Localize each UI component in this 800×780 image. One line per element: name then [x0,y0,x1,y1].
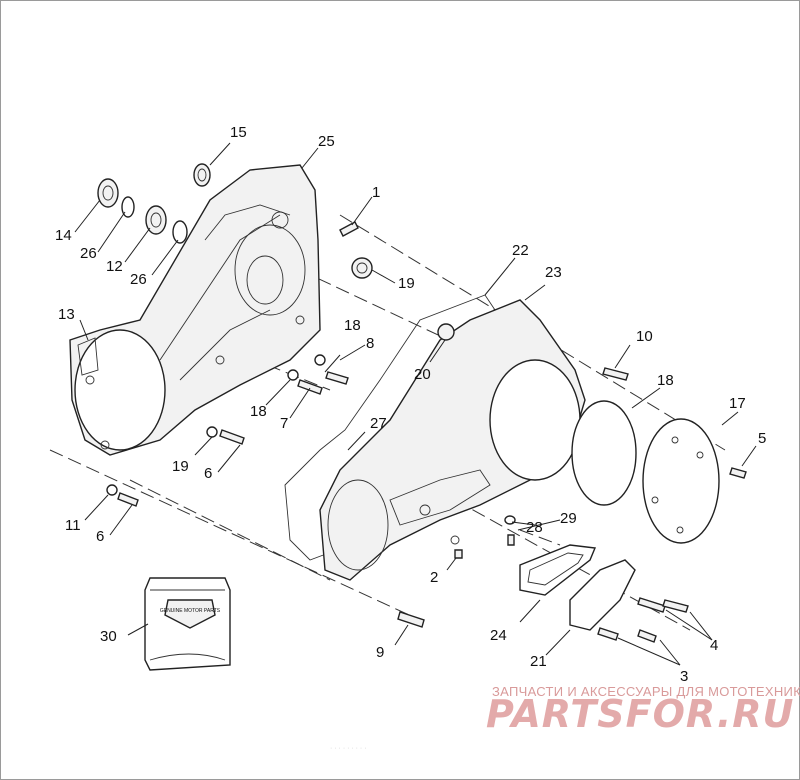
watermark-subtitle: ЗАПЧАСТИ И АКСЕССУАРЫ ДЛЯ МОТОТЕХНИКИ [492,684,800,699]
callout-17: 18 [657,372,674,389]
callout-2: 2 [430,569,438,586]
callout-16: 17 [729,395,746,412]
callout-15: 15 [230,124,247,141]
callout-6-lower: 6 [96,528,104,545]
callout-13: 13 [58,306,75,323]
fasteners-left [106,221,425,628]
callout-18-low: 19 [172,458,189,475]
callout-20: 20 [414,366,431,383]
callout-3: 3 [680,668,688,685]
callout-18-mid: 18 [250,403,267,420]
callout-19: 19 [398,275,415,292]
callout-14: 14 [55,227,72,244]
box-logo-text: GENUINE MOTOR PARTS [160,608,221,614]
callout-23: 23 [545,264,562,281]
outer-primary-cover [319,299,586,581]
callout-labels: 15 25 1 19 22 23 10 18 17 5 18 8 20 18 7… [55,124,766,685]
callout-7: 7 [280,415,288,432]
callout-9: 9 [376,644,384,661]
callout-25: 25 [318,133,335,150]
callout-26-right: 26 [130,271,147,288]
genuine-parts-box: GENUINE MOTOR PARTS [144,577,231,671]
callout-30: 30 [100,628,117,645]
derby-cover-parts [571,367,747,544]
callout-4: 4 [710,637,718,654]
callout-1: 1 [372,184,380,201]
bearing-stack [97,163,211,244]
callout-22: 22 [512,242,529,259]
callout-10: 10 [636,328,653,345]
callout-21: 21 [530,653,547,670]
callout-8: 8 [366,335,374,352]
callout-6-upper: 6 [204,465,212,482]
footer-faint-text: · · · · · · · · · [330,745,367,752]
callout-28: 28 [526,519,543,536]
watermark-logo: PARTSFOR.RU [486,692,795,736]
inspection-cover-parts [454,515,689,643]
inner-primary-housing [69,164,321,456]
leader-lines [74,142,757,666]
callout-18-top: 18 [344,317,361,334]
callout-11: 11 [65,517,81,534]
callout-24: 24 [490,627,507,644]
callout-5: 5 [758,430,766,447]
callout-29: 29 [560,510,577,527]
callout-12: 12 [106,258,123,275]
callout-27: 27 [370,415,387,432]
callout-26-left: 26 [80,245,97,262]
